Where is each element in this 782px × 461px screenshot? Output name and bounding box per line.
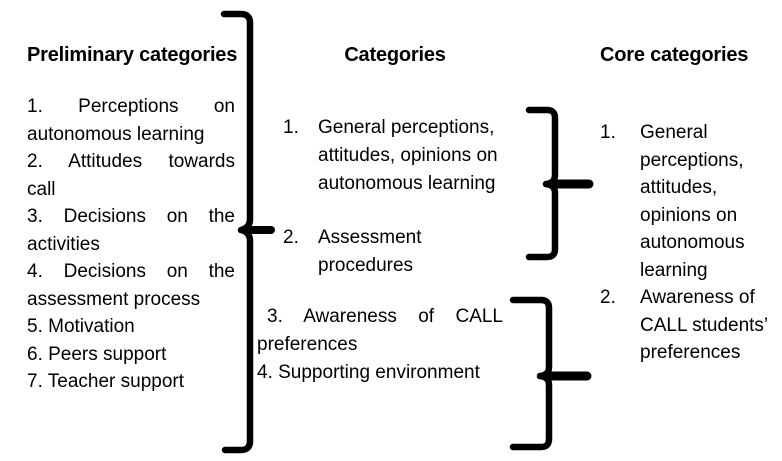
- item-line: 4. Supporting environment: [257, 362, 480, 383]
- item-line: autonomous learning: [318, 173, 496, 194]
- item-line: 3. Awareness of CALL: [267, 306, 503, 327]
- list-item: 3. Decisions on the: [27, 206, 235, 227]
- list-item: 4. Decisions on the: [27, 261, 235, 282]
- list-item: assessment process: [27, 288, 201, 310]
- list-item: 5. Motivation: [27, 316, 135, 337]
- item-line: learning: [640, 259, 708, 281]
- category-item-2: 2. Assessment procedures: [283, 224, 508, 280]
- item-line: General perceptions,: [318, 117, 495, 138]
- list-item: autonomous learning: [27, 123, 205, 145]
- item-line: Assessment: [318, 227, 422, 248]
- preliminary-categories-list: 1. Perceptions on autonomous learning 2.…: [27, 93, 235, 396]
- item-number: 2.: [600, 287, 616, 308]
- list-item: 7. Teacher support: [27, 371, 185, 392]
- categories-title: Categories: [344, 44, 446, 66]
- item-line: attitudes, opinions on: [318, 145, 498, 166]
- preliminary-categories-title: Preliminary categories: [27, 44, 238, 66]
- item-line: General: [640, 122, 708, 143]
- item-line: attitudes,: [640, 177, 718, 198]
- item-line: preferences: [640, 342, 741, 363]
- item-line: opinions on: [640, 204, 738, 226]
- list-item: call: [27, 178, 56, 200]
- item-line: perceptions,: [640, 149, 744, 171]
- item-line: procedures: [318, 255, 414, 276]
- item-line: CALL students’: [640, 314, 769, 336]
- list-item: 6. Peers support: [27, 343, 167, 365]
- brace-categories-1-2-to-core-1: [525, 106, 594, 261]
- core-item-1: 1. General perceptions, attitudes, opini…: [600, 119, 782, 284]
- item-number: 1.: [600, 122, 616, 143]
- item-line: Awareness of: [640, 287, 755, 308]
- core-categories-title: Core categories: [600, 44, 749, 66]
- category-items-3-4: 3. Awareness of CALL preferences 4. Supp…: [257, 303, 503, 387]
- brace-categories-3-4-to-core-2: [509, 296, 592, 451]
- item-line: preferences: [257, 334, 358, 355]
- list-item: 1. Perceptions on: [27, 96, 235, 117]
- list-item: activities: [27, 233, 100, 255]
- item-line: autonomous: [640, 232, 745, 253]
- list-item: 2. Attitudes towards: [27, 151, 235, 172]
- category-item-1: 1. General perceptions, attitudes, opini…: [283, 114, 508, 198]
- item-number: 2.: [283, 227, 299, 248]
- item-number: 1.: [283, 117, 299, 138]
- core-item-2: 2. Awareness of CALL students’ preferenc…: [600, 284, 782, 367]
